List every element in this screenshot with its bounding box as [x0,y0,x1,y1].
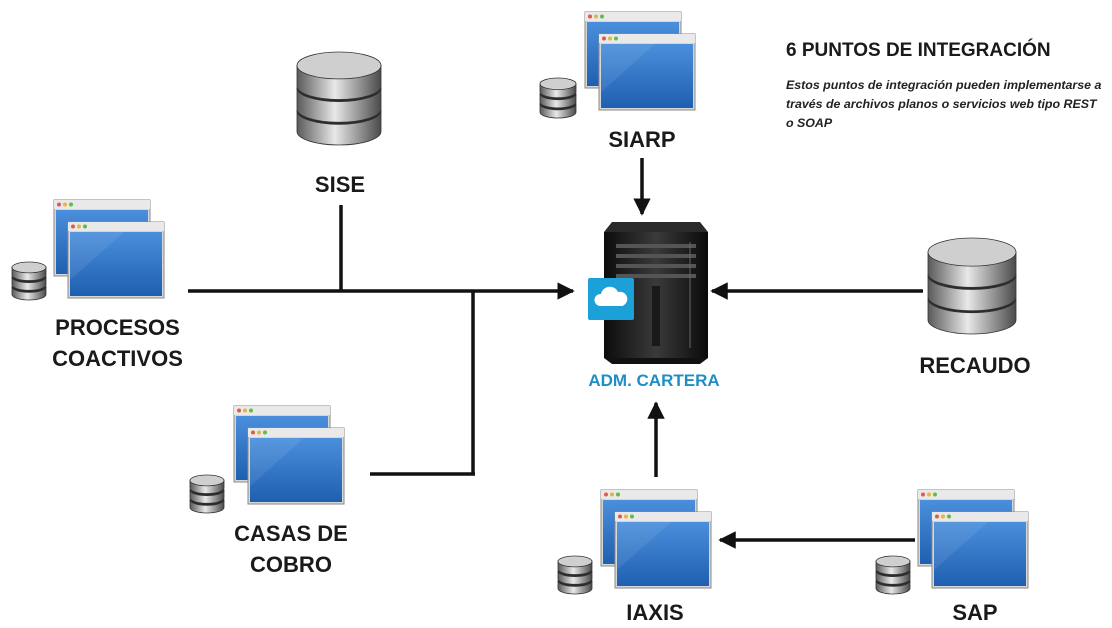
procesos-label: PROCESOS COACTIVOS [30,312,205,374]
iaxis-small-database-icon [557,555,593,595]
connector-lines [188,158,923,549]
iaxis-application-window-icon [600,489,712,589]
sap-application-window-icon [917,489,1029,589]
siarp-label: SIARP [608,127,676,152]
recaudo-label: RECAUDO [919,353,1031,378]
casas-small-database-icon [189,474,225,514]
casas-label: CASAS DE COBRO [222,518,360,580]
procesos-application-window-icon [53,199,165,299]
cartera-label: ADM. CARTERA [588,371,720,390]
casas-application-window-icon [233,405,345,505]
info-description: Estos puntos de integración pueden imple… [786,78,1102,130]
procesos-small-database-icon [11,261,47,301]
sise-label: SISE [314,172,366,197]
siarp-application-window-icon [584,11,696,111]
casas-label-line2: COBRO [250,552,332,577]
casas-label-line1: CASAS DE [234,521,348,546]
info-title: 6 PUNTOS DE INTEGRACIÓN [786,40,1051,61]
iaxis-label: IAXIS [626,600,684,625]
procesos-label-line1: PROCESOS [55,315,180,340]
sise-database-icon [296,51,382,146]
sap-small-database-icon [875,555,911,595]
siarp-small-database-icon [539,77,577,119]
procesos-label-line2: COACTIVOS [52,346,183,371]
cloud-icon [588,278,634,320]
sap-label: SAP [952,600,998,625]
recaudo-database-icon [927,237,1017,335]
